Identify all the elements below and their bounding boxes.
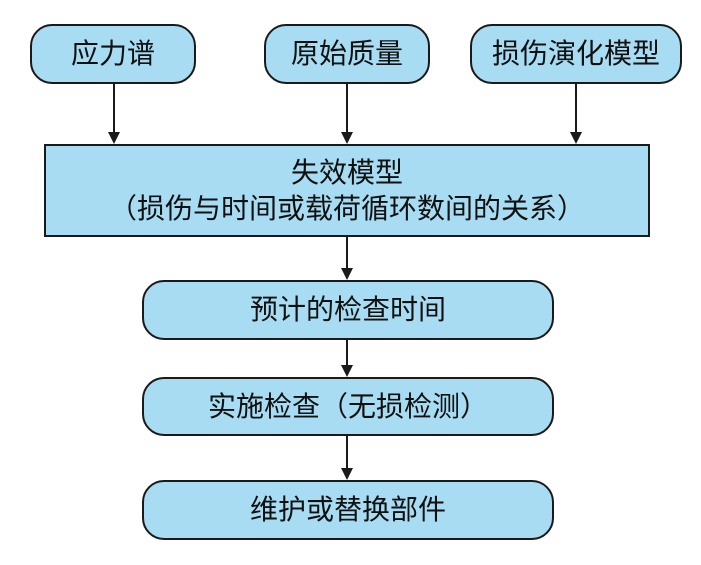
planned-inspection-label: 预计的检查时间 [249,293,446,326]
failure-model-node: 失效模型 （损伤与时间或载荷循环数间的关系） [44,144,650,237]
original-quality-node: 原始质量 [264,24,430,84]
failure-model-subtitle: （损伤与时间或载荷循环数间的关系） [108,191,585,225]
perform-inspection-label: 实施检查（无损检测） [207,389,488,423]
original-quality-label: 原始质量 [290,37,403,70]
repair-replace-node: 维护或替换部件 [142,480,554,540]
repair-replace-label: 维护或替换部件 [249,493,446,526]
stress-spectrum-node: 应力谱 [30,24,196,84]
damage-model-label: 损伤演化模型 [491,37,660,70]
failure-model-title: 失效模型 [290,155,403,189]
stress-spectrum-label: 应力谱 [70,37,155,70]
perform-inspection-node: 实施检查（无损检测） [142,377,554,436]
damage-model-node: 损伤演化模型 [470,24,682,84]
planned-inspection-node: 预计的检查时间 [142,280,554,340]
